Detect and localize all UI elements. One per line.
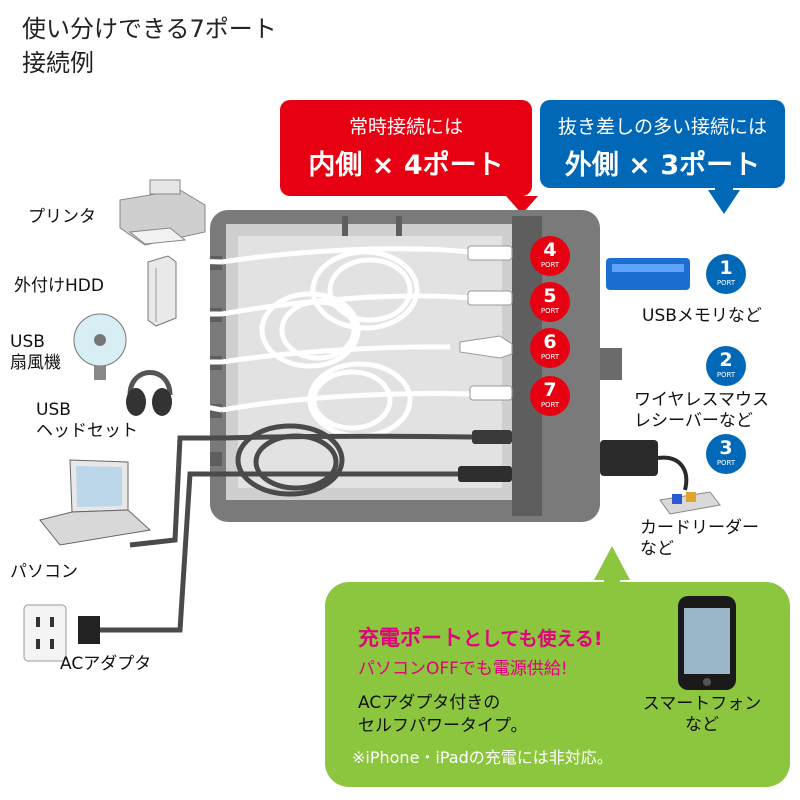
callout-inner-line2: 内側 × 4ポート	[308, 150, 504, 181]
power-outlet-icon	[23, 604, 67, 662]
label-wireless-receiver: ワイヤレスマウス レシーバーなど	[634, 390, 769, 431]
label-pc: パソコン	[10, 562, 78, 582]
port-badge-5: 5 PORT	[530, 282, 570, 322]
usb-memory-icon	[606, 258, 690, 290]
charging-note: ※iPhone・iPadの充電には非対応。	[352, 748, 613, 767]
wireless-receiver-icon	[600, 348, 622, 380]
arrow-up-green-icon	[594, 546, 630, 580]
callout-outer-line2: 外側 × 3ポート	[564, 150, 761, 181]
port-badge-6: 6 PORT	[530, 328, 570, 368]
inner-connectors-icon	[458, 245, 513, 482]
label-fan: USB 扇風機	[10, 332, 61, 373]
title-line1: 使い分けできる7ポート	[22, 15, 277, 43]
dark-cables-icon	[100, 423, 473, 633]
port-badge-1: 1 PORT	[706, 254, 746, 294]
card-reader-cable-icon	[600, 440, 658, 476]
port-badge-7: 7 PORT	[530, 376, 570, 416]
callout-outer-line1: 抜き差しの多い接続には	[557, 116, 767, 138]
label-usb-memory: USBメモリなど	[642, 306, 762, 326]
callout-inner-ports: 常時接続には 内側 × 4ポート	[280, 100, 532, 196]
charging-headline: 充電ポートとしても使える!	[358, 622, 603, 652]
charging-headline-rest: としても使える!	[463, 628, 603, 650]
ac-plug-icon	[78, 616, 100, 644]
label-printer: プリンタ	[28, 207, 96, 227]
printer-icon	[119, 179, 206, 246]
cable-coils-icon	[150, 246, 471, 439]
hdd-icon	[147, 255, 177, 327]
label-headset: USB ヘッドセット	[36, 400, 138, 441]
fan-icon	[73, 313, 127, 380]
label-hdd: 外付けHDD	[14, 276, 104, 296]
arrow-down-blue-icon	[708, 190, 740, 214]
port-badge-2: 2 PORT	[706, 346, 746, 386]
headset-icon	[126, 370, 173, 416]
callout-inner-line1: 常時接続には	[348, 116, 463, 138]
smartphone-icon	[678, 596, 736, 690]
laptop-icon	[39, 459, 152, 546]
charging-sub: パソコンOFFでも電源供給!	[358, 659, 568, 679]
charging-headline-big: 充電ポート	[358, 626, 463, 650]
card-reader-icon	[659, 491, 721, 515]
title-line2: 接続例	[22, 49, 94, 77]
port-badge-4: 4 PORT	[530, 236, 570, 276]
label-ac-adapter: ACアダプタ	[60, 654, 152, 674]
label-smartphone: スマートフォン など	[642, 694, 762, 735]
callout-outer-ports: 抜き差しの多い接続には 外側 × 3ポート	[540, 100, 785, 188]
arrow-down-red-icon	[506, 196, 538, 214]
port-badge-3: 3 PORT	[706, 434, 746, 474]
label-card-reader: カードリーダー など	[640, 518, 759, 559]
page-title: 使い分けできる7ポート 接続例	[22, 12, 277, 80]
charging-desc: ACアダプタ付きの セルフパワータイプ。	[358, 693, 528, 736]
